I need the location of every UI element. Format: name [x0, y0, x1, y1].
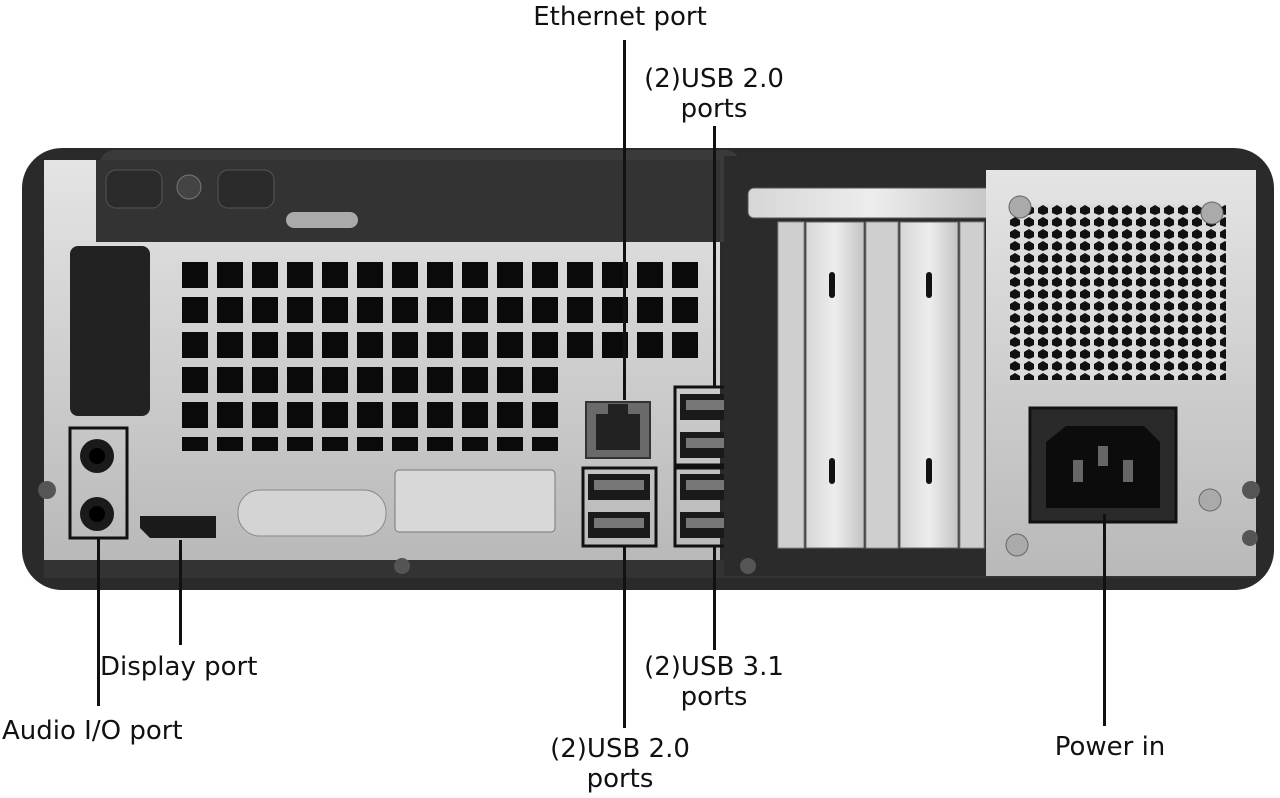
vent-hole: [322, 297, 348, 323]
left-io-plate: [44, 160, 720, 560]
label-usb31: (2)USB 3.1 ports: [644, 652, 784, 712]
vent-hole: [322, 367, 348, 393]
vent-hole: [357, 437, 383, 451]
vent-hole: [217, 367, 243, 393]
vent-hole: [392, 332, 418, 358]
vent-hole: [357, 262, 383, 288]
vent-hole: [252, 297, 278, 323]
vent-hole: [532, 437, 558, 451]
callout-line-ethernet: [623, 40, 626, 400]
vent-hole: [392, 297, 418, 323]
vent-hole: [182, 437, 208, 451]
callout-line-usb20-bottom: [623, 546, 626, 728]
vent-hole: [252, 402, 278, 428]
vent-hole: [672, 297, 698, 323]
vent-hole: [392, 262, 418, 288]
vent-hole: [182, 332, 208, 358]
vent-hole: [462, 262, 488, 288]
vent-hole: [357, 332, 383, 358]
vent-hole: [427, 402, 453, 428]
vent-hole: [322, 437, 348, 451]
vent-hole: [567, 332, 593, 358]
vent-hole: [427, 262, 453, 288]
label-ethernet-port: Ethernet port: [533, 2, 707, 32]
vent-hole: [532, 262, 558, 288]
displayport-jack: [140, 516, 216, 538]
usb20-bottom-box: [581, 466, 658, 548]
vent-hole: [322, 402, 348, 428]
vent-hole: [392, 367, 418, 393]
vent-hole: [357, 367, 383, 393]
vent-hole: [532, 297, 558, 323]
vent-hole: [427, 367, 453, 393]
vent-hole: [462, 332, 488, 358]
vent-hole: [357, 297, 383, 323]
vent-hole: [427, 437, 453, 451]
vent-hole: [392, 402, 418, 428]
vent-hole: [217, 262, 243, 288]
label-usb20-bottom: (2)USB 2.0 ports: [550, 734, 690, 794]
vent-hole: [392, 437, 418, 451]
vent-hole: [252, 437, 278, 451]
vent-hole: [287, 367, 313, 393]
label-display-port: Display port: [100, 652, 258, 682]
vent-hole: [182, 402, 208, 428]
slot-cover-2: [899, 221, 959, 549]
vent-hole: [637, 297, 663, 323]
vent-hole: [532, 367, 558, 393]
vent-hole: [462, 367, 488, 393]
vent-hole: [217, 437, 243, 451]
label-power-in: Power in: [1054, 732, 1166, 762]
vent-hole: [322, 262, 348, 288]
psu-fan-grille: [1010, 204, 1226, 380]
vent-hole: [462, 437, 488, 451]
vent-hole: [672, 262, 698, 288]
vent-hole: [462, 297, 488, 323]
vent-hole: [217, 332, 243, 358]
vent-hole: [497, 437, 523, 451]
vent-hole: [182, 262, 208, 288]
vent-hole: [497, 367, 523, 393]
vent-hole: [322, 332, 348, 358]
callout-line-audio: [97, 538, 100, 706]
label-usb20-top: (2)USB 2.0 ports: [644, 64, 784, 124]
callout-line-usb20-top: [713, 126, 716, 388]
vent-hole: [497, 297, 523, 323]
vent-hole: [252, 262, 278, 288]
vent-hole: [427, 332, 453, 358]
vent-hole: [357, 402, 383, 428]
vent-hole: [497, 402, 523, 428]
vent-hole: [567, 297, 593, 323]
left-handle: [70, 246, 150, 416]
callout-line-display: [179, 540, 182, 645]
vent-hole: [567, 262, 593, 288]
slot-cover-1: [805, 221, 865, 549]
vent-hole: [252, 332, 278, 358]
callout-line-power: [1103, 514, 1106, 726]
vent-hole: [532, 402, 558, 428]
vent-hole: [287, 332, 313, 358]
vent-hole: [427, 297, 453, 323]
vent-hole: [217, 297, 243, 323]
vent-hole: [497, 332, 523, 358]
vent-hole: [287, 437, 313, 451]
vent-hole: [497, 262, 523, 288]
vent-hole: [637, 332, 663, 358]
label-audio-io-port: Audio I/O port: [2, 716, 183, 746]
vent-hole: [252, 367, 278, 393]
vent-hole: [182, 367, 208, 393]
callout-line-usb31: [713, 546, 716, 650]
vent-hole: [462, 402, 488, 428]
vent-hole: [672, 332, 698, 358]
vent-hole: [532, 332, 558, 358]
vent-hole: [182, 297, 208, 323]
vent-hole: [287, 297, 313, 323]
vent-hole: [287, 262, 313, 288]
vent-hole: [287, 402, 313, 428]
vent-hole: [217, 402, 243, 428]
vent-hole: [637, 262, 663, 288]
